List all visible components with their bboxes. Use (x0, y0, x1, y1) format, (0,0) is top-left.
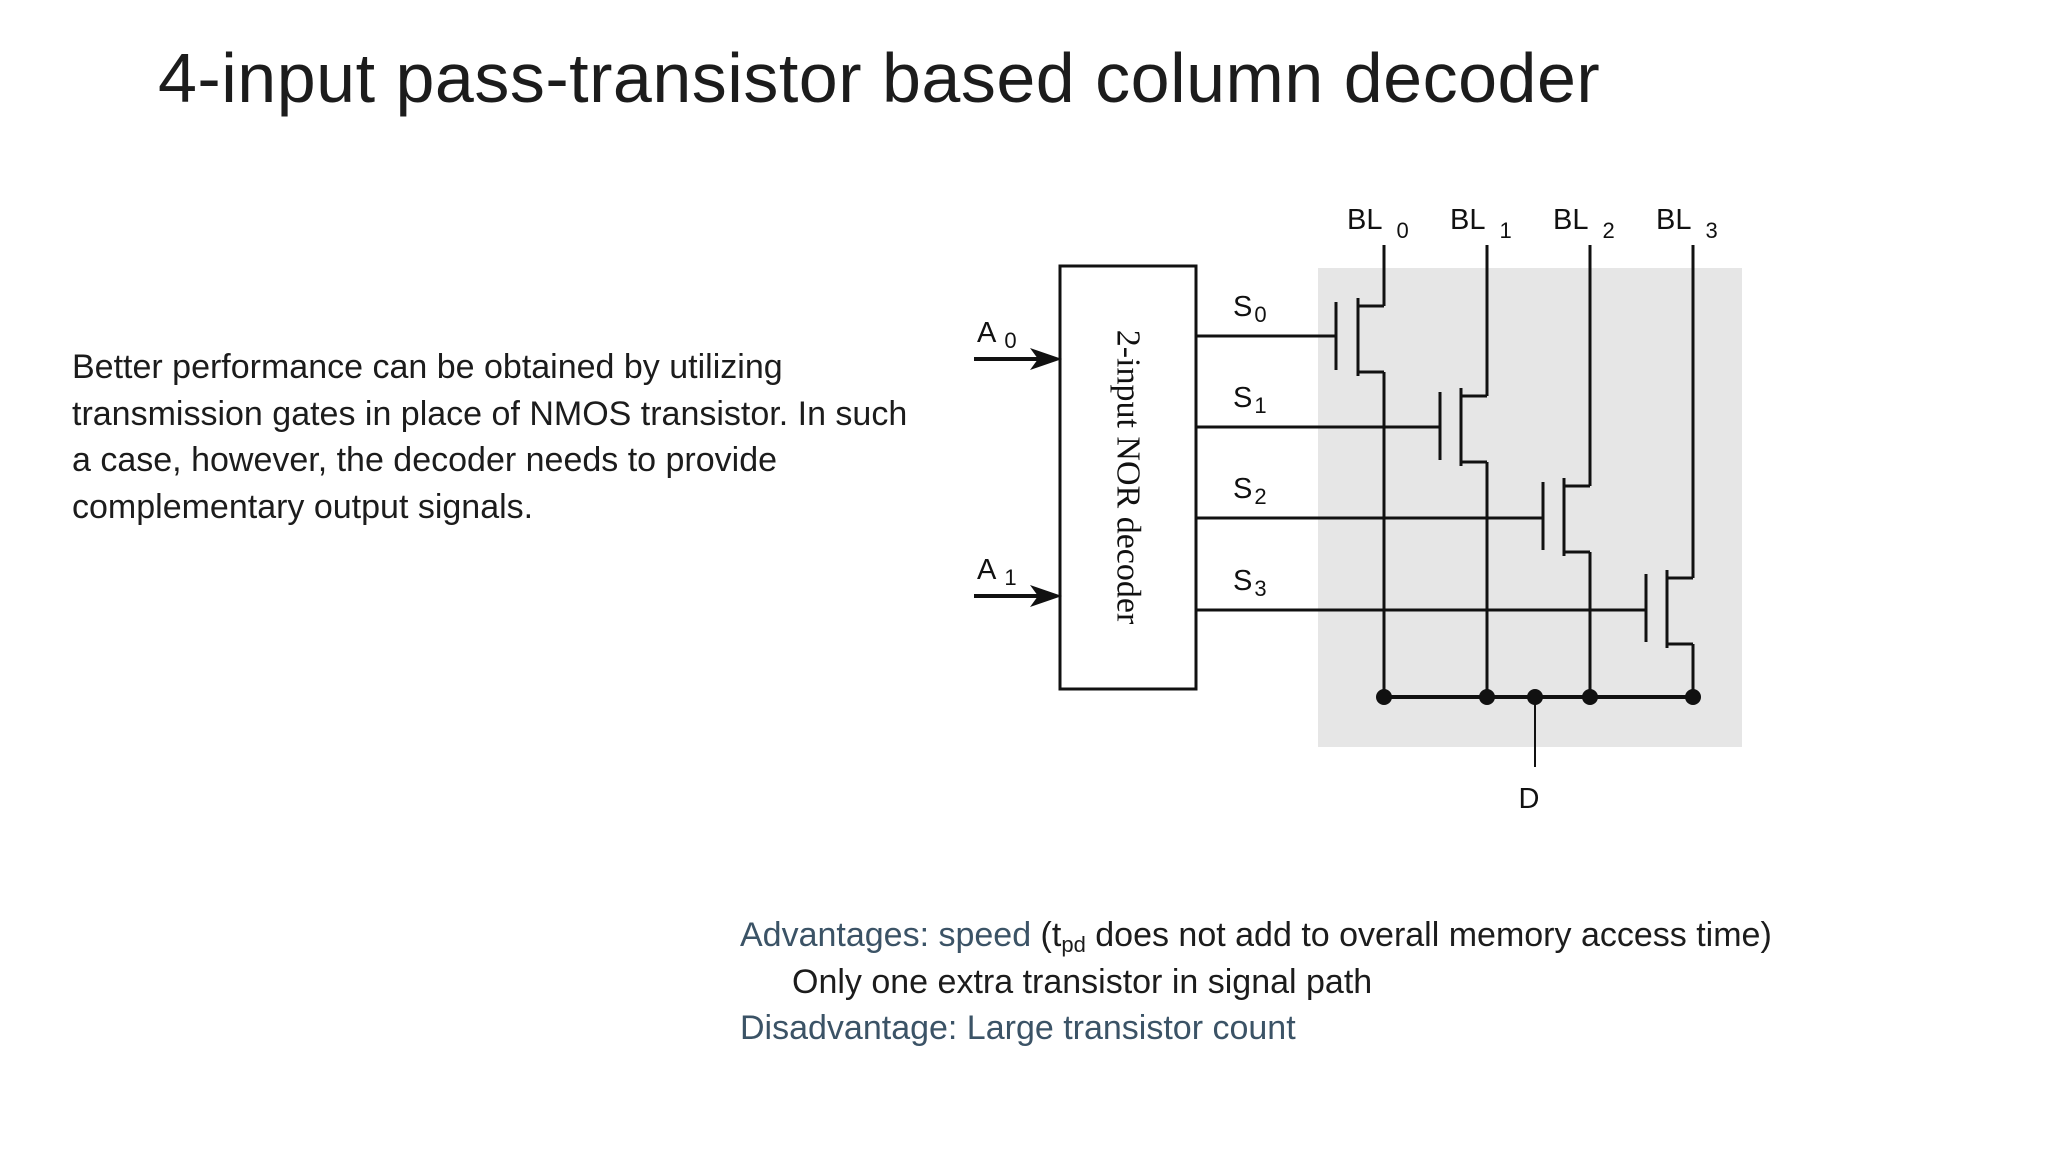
pass-transistor-2 (1541, 245, 1592, 697)
svg-text:S0: S0 (1233, 291, 1267, 327)
slide-title: 4-input pass-transistor based column dec… (158, 39, 1601, 117)
svg-text:S3: S3 (1233, 565, 1267, 601)
output-bus (1376, 689, 1701, 767)
disadvantage-line: Disadvantage: Large transistor count (740, 1009, 1296, 1047)
select-s1-index: 1 (1254, 393, 1266, 418)
svg-text:S1: S1 (1233, 382, 1267, 418)
advantages-label: Advantages: speed (740, 916, 1032, 954)
bitline-label-0: BL 0 (1347, 204, 1409, 243)
select-s0-name: S (1233, 291, 1252, 323)
bitline-label-2: BL 2 (1553, 204, 1615, 243)
select-line-s0: S0 (1196, 291, 1336, 338)
bl0-index: 0 (1396, 218, 1408, 243)
select-s1-name: S (1233, 382, 1252, 414)
summary-block: Advantages: speed (tpd does not add to o… (740, 912, 1772, 1052)
select-line-s1: S1 (1196, 382, 1440, 429)
input-a1-index: 1 (1004, 565, 1016, 590)
bl3-name: BL (1656, 204, 1691, 236)
transistor-array-shade (1318, 268, 1742, 747)
advantages-detail: does not add to overall memory access ti… (1085, 916, 1772, 954)
input-a0-name: A (977, 317, 997, 349)
select-s3-index: 3 (1254, 576, 1266, 601)
bl2-name: BL (1553, 204, 1588, 236)
svg-text:S2: S2 (1233, 473, 1267, 509)
nor-decoder-label: 2-input NOR decoder (1110, 330, 1147, 625)
nor-decoder-block (1058, 264, 1198, 691)
advantages-line: Advantages: speed (tpd does not add to o… (740, 912, 1772, 959)
pass-transistor-1 (1438, 245, 1489, 697)
tpd-subscript: pd (1061, 932, 1086, 957)
pass-transistor-0 (1334, 245, 1386, 697)
select-s2-name: S (1233, 473, 1252, 505)
svg-text:A0: A0 (977, 317, 1017, 353)
pass-transistor-3 (1644, 245, 1695, 697)
bitline-label-3: BL 3 (1656, 204, 1718, 243)
input-a0-index: 0 (1004, 328, 1016, 353)
output-label-d: D (1519, 783, 1540, 815)
bitline-label-1: BL 1 (1450, 204, 1512, 243)
bl2-index: 2 (1602, 218, 1614, 243)
select-s2-index: 2 (1254, 484, 1266, 509)
bl0-name: BL (1347, 204, 1382, 236)
svg-text:A1: A1 (977, 554, 1017, 590)
advantages-open: (t (1031, 916, 1062, 954)
select-line-s3: S3 (1196, 565, 1646, 612)
select-s0-index: 0 (1254, 302, 1266, 327)
advantages-line-2: Only one extra transistor in signal path (792, 962, 1373, 1001)
select-s3-name: S (1233, 565, 1252, 597)
body-paragraph: Better performance can be obtained by ut… (72, 348, 908, 526)
bl3-index: 3 (1705, 218, 1717, 243)
input-a1-name: A (977, 554, 997, 586)
select-line-s2: S2 (1196, 473, 1543, 520)
bl1-index: 1 (1499, 218, 1511, 243)
bl1-name: BL (1450, 204, 1485, 236)
